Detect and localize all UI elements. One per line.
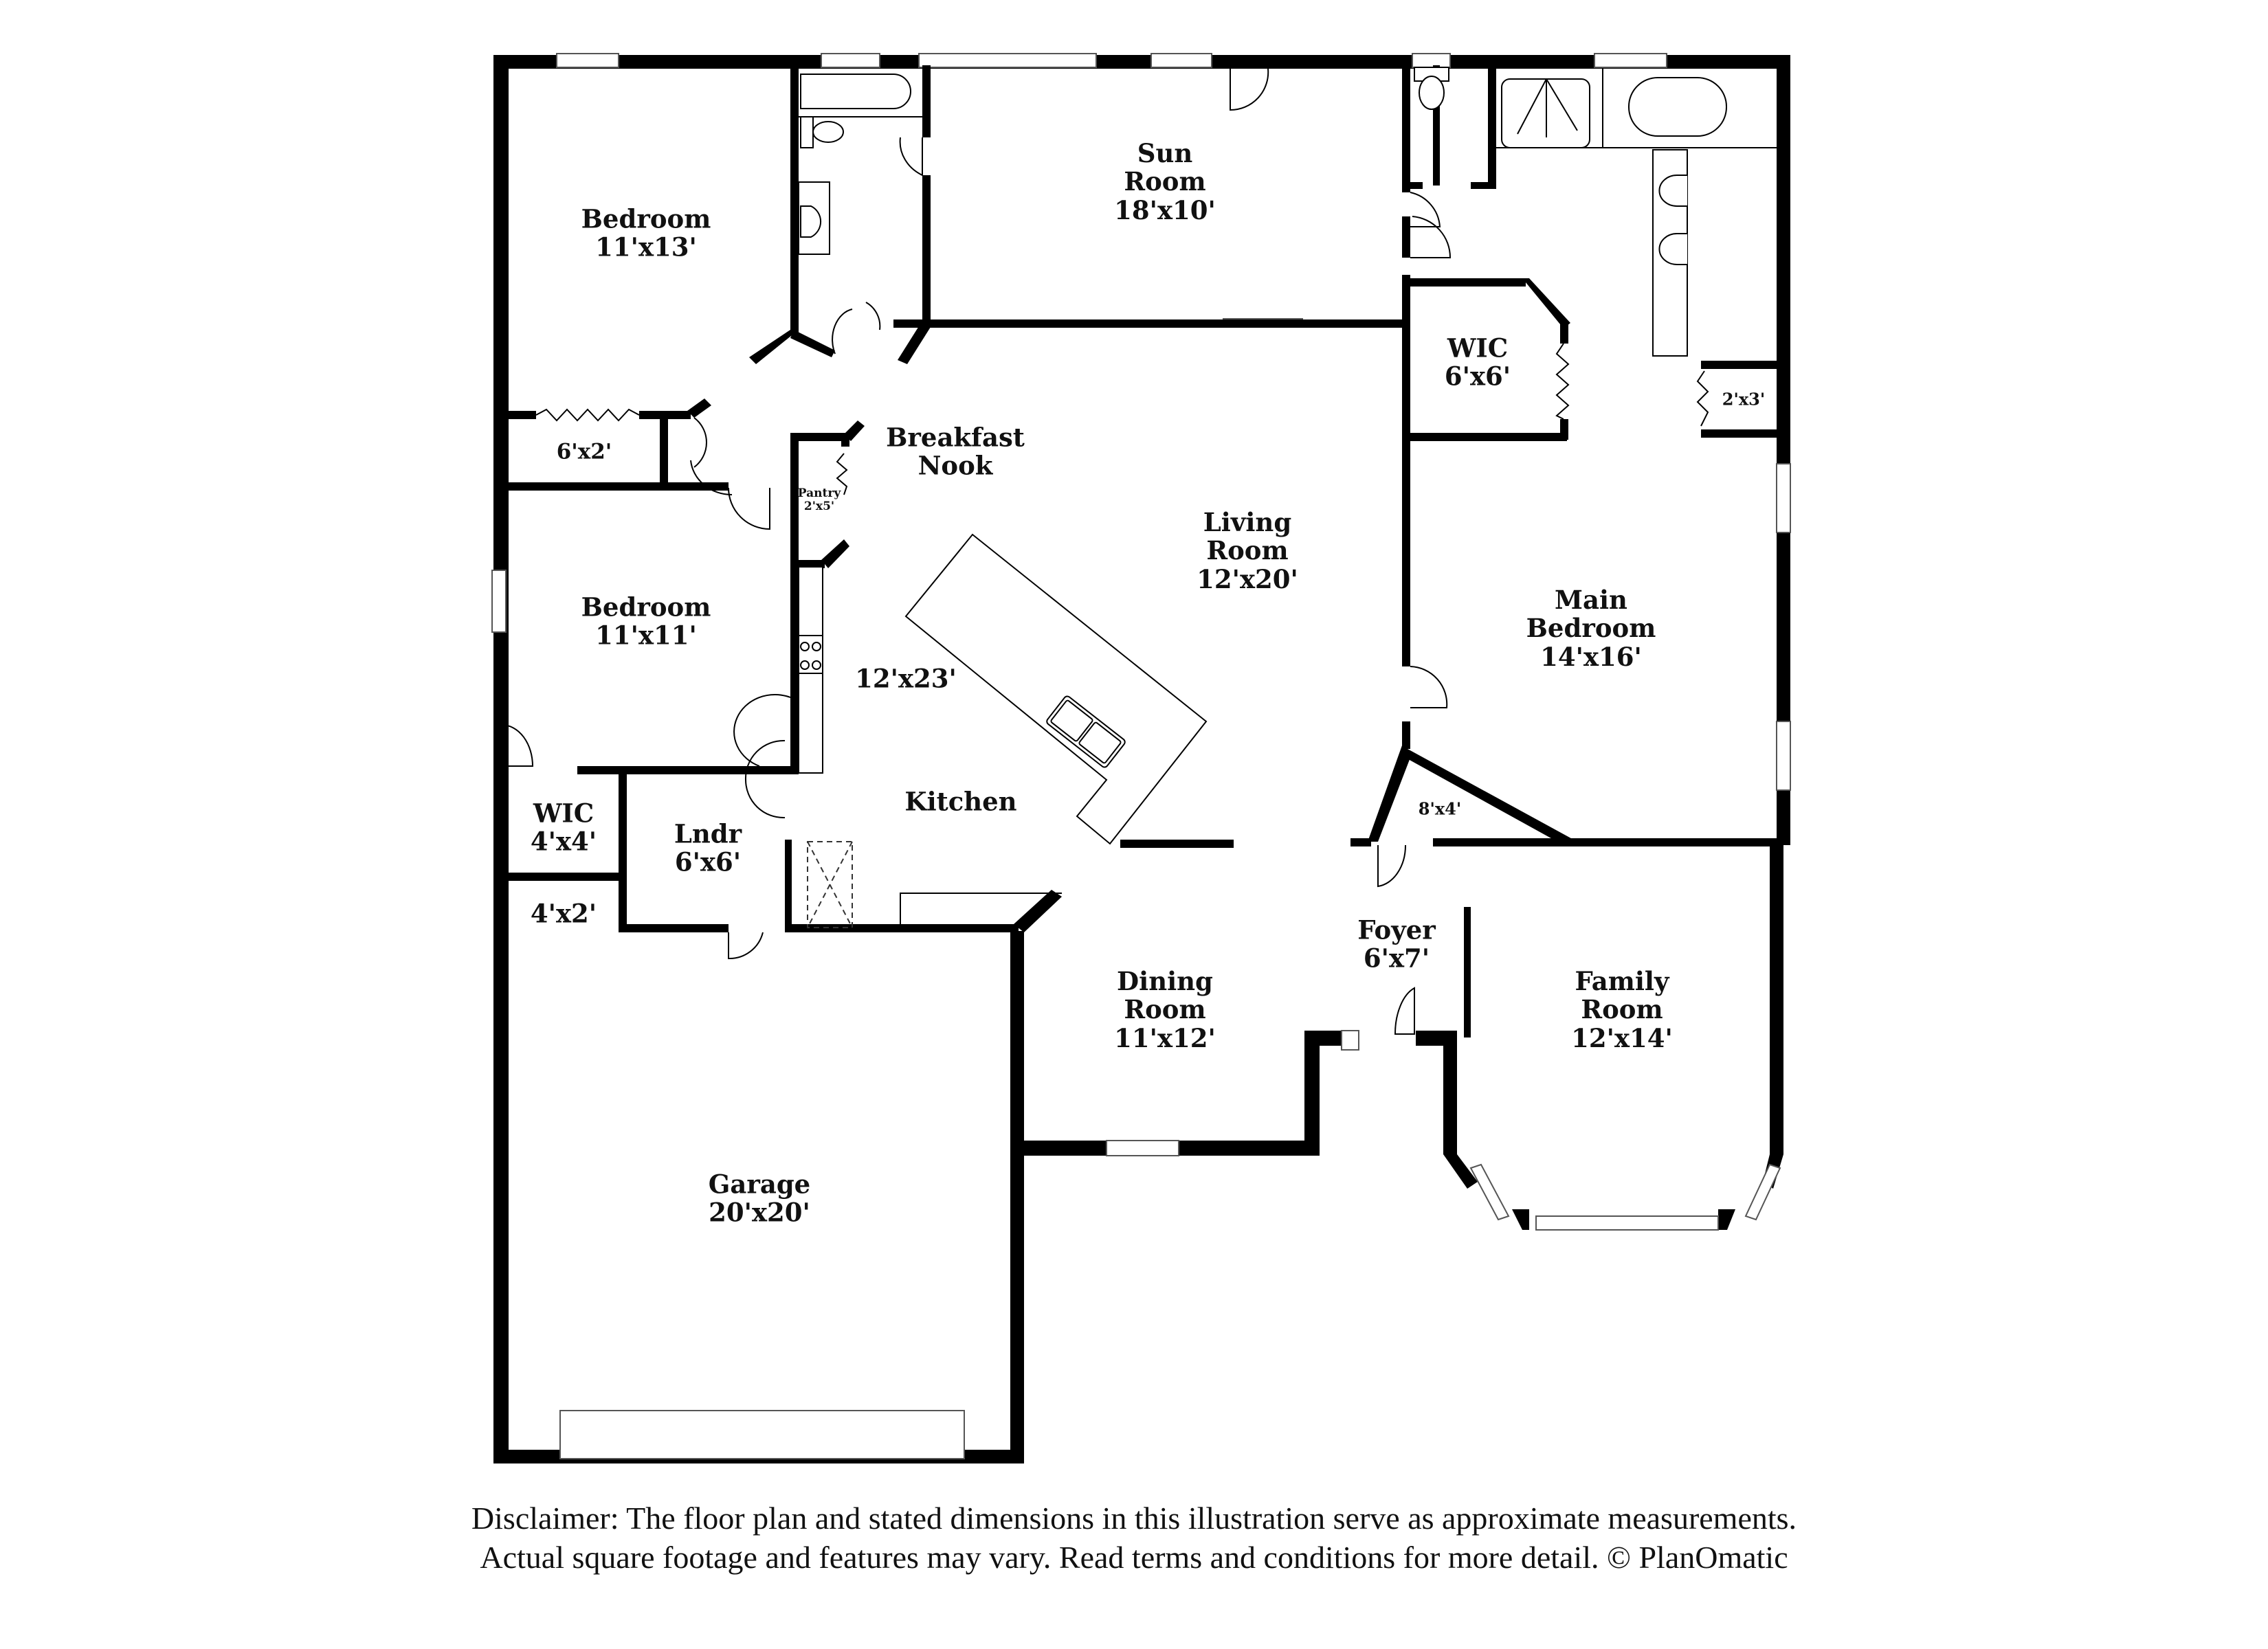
- kitchen-island-icon: [904, 533, 1208, 845]
- room-dimensions: 6'x6': [674, 847, 742, 877]
- room-dimensions: 6'x6': [1444, 361, 1511, 392]
- room-name-line1: Breakfast: [886, 422, 1025, 453]
- room-dimensions: 12'x23': [855, 663, 957, 694]
- room-name-line1: Living: [1203, 506, 1292, 537]
- room-dimensions: 11'x12': [1114, 1022, 1216, 1053]
- disclaimer-line-2: Actual square footage and features may v…: [480, 1540, 1788, 1575]
- room-laundry: Lndr 6'x6': [674, 820, 742, 877]
- room-main-bedroom: Main Bedroom 14'x16': [1526, 584, 1656, 672]
- room-dimensions: 8'x4': [1418, 798, 1462, 819]
- doors: [501, 68, 1709, 1035]
- room-wic-main: WIC 6'x6': [1444, 333, 1511, 392]
- room-dimensions: 12'x20': [1197, 563, 1298, 594]
- closet-2x3: 2'x3': [1722, 389, 1766, 410]
- room-dimensions: 18'x10': [1114, 194, 1216, 225]
- room-name-line2: Nook: [918, 451, 993, 481]
- room-name-line2: Bedroom: [1526, 613, 1656, 644]
- room-dimensions: 2'x3': [1722, 389, 1766, 410]
- room-name-line1: Main: [1555, 584, 1627, 615]
- room-wic-small: WIC 4'x4': [530, 798, 597, 857]
- room-dimensions: 11'x11': [595, 620, 697, 651]
- room-name-line2: Room: [1124, 994, 1206, 1025]
- disclaimer-line-1: Disclaimer: The floor plan and stated di…: [471, 1501, 1797, 1536]
- room-name-line1: Dining: [1117, 965, 1213, 996]
- room-bedroom-w: Bedroom 11'x11': [581, 592, 711, 651]
- room-dimensions: 20'x20': [709, 1198, 810, 1228]
- sink-icon: [800, 205, 822, 238]
- room-dimensions: 11'x13': [595, 232, 697, 262]
- room-living-room: Living Room 12'x20': [1197, 508, 1298, 594]
- room-name: WIC: [533, 798, 594, 829]
- room-name: Pantry: [797, 486, 841, 500]
- room-name: Foyer: [1357, 915, 1436, 945]
- room-name-line1: Family: [1575, 965, 1669, 996]
- room-dimensions: 6'x2': [556, 439, 612, 464]
- room-name: WIC: [1447, 333, 1509, 363]
- toilet-icon: [800, 116, 814, 148]
- washer-dryer-icon: [807, 841, 853, 928]
- room-sun-room: Sun Room 18'x10': [1114, 139, 1216, 225]
- soaking-tub-icon: [1628, 77, 1727, 137]
- room-garage: Garage 20'x20': [708, 1169, 811, 1228]
- kitchen-dimensions: 12'x23': [855, 664, 957, 693]
- room-name-line2: Room: [1124, 166, 1206, 197]
- windows: [491, 53, 1791, 1459]
- bathtub-icon: [800, 74, 911, 109]
- room-kitchen: Kitchen: [904, 787, 1016, 816]
- room-dimensions: 4'x4': [530, 827, 597, 857]
- room-name-line1: Sun: [1137, 137, 1193, 168]
- room-foyer: Foyer 6'x7': [1357, 915, 1436, 974]
- room-name: Bedroom: [581, 592, 711, 622]
- room-breakfast-nook: Breakfast Nook: [886, 422, 1025, 481]
- room-name-line2: Room: [1581, 994, 1663, 1025]
- room-dimensions: 2'x5': [803, 500, 835, 513]
- closet-8x4: 8'x4': [1419, 800, 1461, 819]
- room-pantry: Pantry 2'x5': [797, 486, 841, 513]
- double-sink-icon: [1046, 695, 1126, 768]
- room-dimensions: 14'x16': [1540, 641, 1642, 672]
- room-name: Bedroom: [581, 203, 711, 234]
- fixtures: [798, 67, 1777, 928]
- room-name-line2: Room: [1206, 535, 1289, 566]
- range-cooktop-icon: [798, 635, 823, 674]
- room-dimensions: 4'x2': [530, 898, 597, 929]
- room-name: Garage: [708, 1169, 811, 1200]
- room-dimensions: 6'x7': [1363, 943, 1430, 974]
- room-family-room: Family Room 12'x14': [1571, 967, 1673, 1053]
- room-name: Kitchen: [904, 786, 1017, 817]
- room-dining-room: Dining Room 11'x12': [1114, 967, 1216, 1053]
- room-name: Lndr: [674, 818, 742, 849]
- room-dimensions: 12'x14': [1571, 1022, 1673, 1053]
- interior-walls: [509, 65, 1780, 932]
- room-bedroom-nw: Bedroom 11'x13': [581, 205, 711, 262]
- closet-6x2: 6'x2': [557, 440, 612, 464]
- closet-4x2: 4'x2': [531, 899, 597, 928]
